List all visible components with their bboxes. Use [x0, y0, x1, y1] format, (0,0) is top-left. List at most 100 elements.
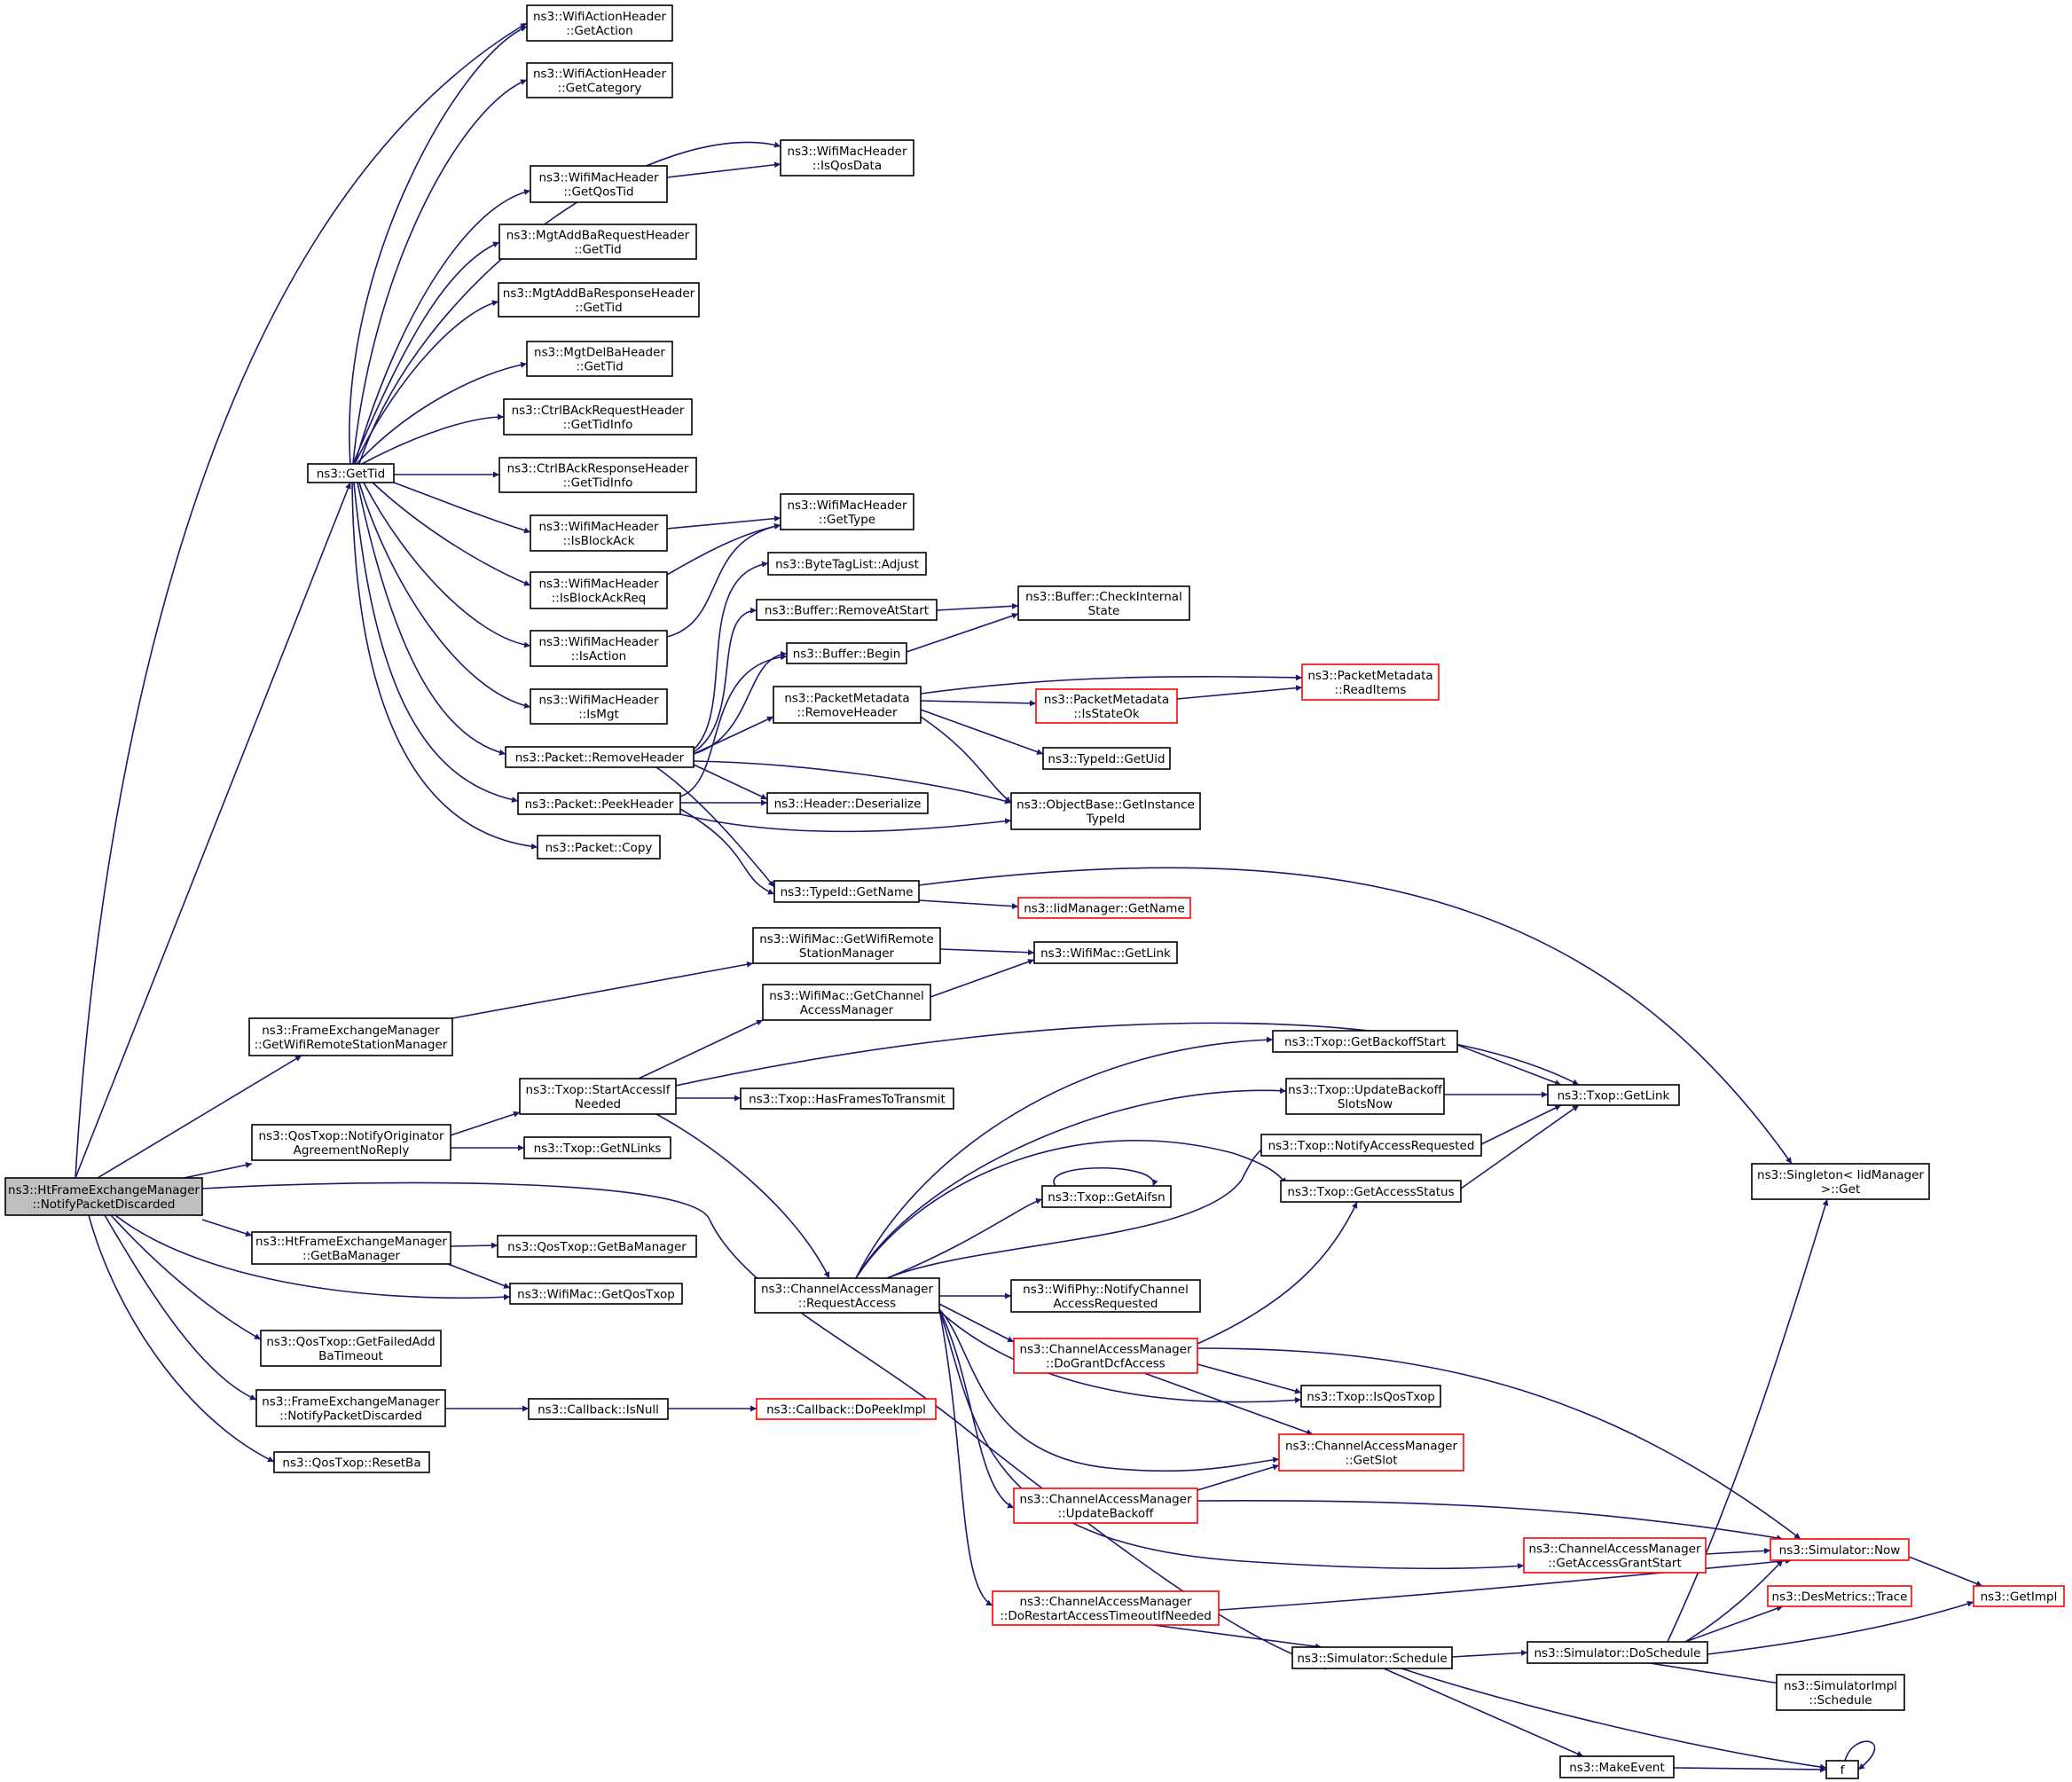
node-fem-getwifirsm[interactable]: ns3::FrameExchangeManager::GetWifiRemote…	[248, 1017, 453, 1056]
node-qos-getbamgr[interactable]: ns3::QosTxop::GetBaManager	[497, 1235, 697, 1258]
node-wm-getlink[interactable]: ns3::WifiMac::GetLink	[1033, 941, 1178, 964]
node-label: ns3::WifiMac::GetWifiRemote	[759, 932, 933, 946]
node-pm-isstateok[interactable]: ns3::PacketMetadata::IsStateOk	[1035, 688, 1178, 724]
node-sim-doschedule[interactable]: ns3::Simulator::DoSchedule	[1527, 1641, 1708, 1664]
node-cam-getaccessgrantstart[interactable]: ns3::ChannelAccessManager::GetAccessGran…	[1523, 1537, 1707, 1574]
node-label: ns3::TypeId::GetName	[781, 885, 914, 899]
node-label: ns3::Header::Deserialize	[774, 797, 922, 812]
node-wmh-isaction[interactable]: ns3::WifiMacHeader::IsAction	[530, 630, 668, 667]
node-pkt-copy[interactable]: ns3::Packet::Copy	[537, 835, 661, 860]
node-txop-getnlinks[interactable]: ns3::Txop::GetNLinks	[523, 1136, 671, 1159]
call-edge	[361, 413, 505, 465]
node-txop-isqostxop[interactable]: ns3::Txop::IsQosTxop	[1300, 1385, 1441, 1408]
node-box	[1017, 897, 1191, 919]
call-edge	[1451, 1649, 1528, 1658]
node-mgt-delba[interactable]: ns3::MgtDelBaHeader::GetTid	[526, 341, 673, 377]
node-cam-getslot[interactable]: ns3::ChannelAccessManager::GetSlot	[1278, 1433, 1464, 1472]
node-mgt-addbareq[interactable]: ns3::MgtAddBaRequestHeader::GetTid	[498, 224, 697, 260]
node-wah-getaction[interactable]: ns3::WifiActionHeader::GetAction	[526, 4, 673, 42]
node-txop-getlink[interactable]: ns3::Txop::GetLink	[1547, 1084, 1680, 1106]
node-singleton-get[interactable]: ns3::Singleton< IidManager>::Get	[1751, 1163, 1930, 1200]
node-gettid[interactable]: ns3::GetTid	[307, 463, 395, 483]
node-fem-notifypd[interactable]: ns3::FrameExchangeManager::NotifyPacketD…	[255, 1389, 446, 1427]
node-ctrl-baresp[interactable]: ns3::CtrlBAckResponseHeader::GetTidInfo	[498, 457, 697, 493]
node-mgt-addbaresp[interactable]: ns3::MgtAddBaResponseHeader::GetTid	[498, 282, 700, 318]
node-ctrl-bareq[interactable]: ns3::CtrlBAckRequestHeader::GetTidInfo	[503, 398, 693, 436]
node-pkt-removeheader[interactable]: ns3::Packet::RemoveHeader	[505, 746, 695, 768]
node-typeid-getuid[interactable]: ns3::TypeId::GetUid	[1042, 747, 1171, 770]
node-label: AccessRequested	[1054, 1297, 1158, 1311]
node-getimpl[interactable]: ns3::GetImpl	[1973, 1585, 2065, 1607]
node-wm-getqostxop[interactable]: ns3::WifiMac::GetQosTxop	[509, 1283, 683, 1305]
node-pm-readitems[interactable]: ns3::PacketMetadata::ReadItems	[1301, 663, 1440, 701]
node-wm-getwifirsm[interactable]: ns3::WifiMac::GetWifiRemoteStationManage…	[752, 927, 941, 964]
node-cb-dopeekimpl[interactable]: ns3::Callback::DoPeekImpl	[756, 1398, 937, 1420]
node-wmh-isblockackreq[interactable]: ns3::WifiMacHeader::IsBlockAckReq	[530, 571, 668, 609]
node-txop-getbackoffstart[interactable]: ns3::Txop::GetBackoffStart	[1272, 1030, 1458, 1053]
call-edge	[349, 26, 528, 465]
node-buf-begin[interactable]: ns3::Buffer::Begin	[786, 642, 907, 664]
node-label: ns3::CtrlBAckResponseHeader	[507, 462, 689, 476]
node-wah-getcategory[interactable]: ns3::WifiActionHeader::GetCategory	[526, 62, 673, 98]
node-cam-requestaccess[interactable]: ns3::ChannelAccessManager::RequestAccess	[754, 1277, 940, 1314]
node-box	[537, 835, 661, 860]
node-label: ns3::Singleton< IidManager	[1757, 1168, 1924, 1182]
node-txop-getaccessstatus[interactable]: ns3::Txop::GetAccessStatus	[1280, 1180, 1462, 1203]
node-txop-notifyaccessreq[interactable]: ns3::Txop::NotifyAccessRequested	[1260, 1134, 1482, 1157]
node-box	[752, 927, 941, 964]
node-sim-schedule[interactable]: ns3::Simulator::Schedule	[1291, 1646, 1453, 1669]
node-typeid-getname[interactable]: ns3::TypeId::GetName	[773, 880, 920, 903]
call-edge	[938, 1310, 1302, 1403]
node-label: ns3::WifiActionHeader	[533, 67, 666, 82]
node-wmh-isqosdata[interactable]: ns3::WifiMacHeader::IsQosData	[780, 139, 914, 177]
call-edge	[450, 1242, 498, 1249]
node-cam-dograntdcf[interactable]: ns3::ChannelAccessManager::DoGrantDcfAcc…	[1013, 1338, 1198, 1374]
node-simimpl-schedule[interactable]: ns3::SimulatorImpl::Schedule	[1776, 1674, 1905, 1711]
node-label: ns3::ChannelAccessManager	[761, 1283, 934, 1297]
node-wmh-ismgt[interactable]: ns3::WifiMacHeader::IsMgt	[530, 688, 668, 725]
node-pkt-peekheader[interactable]: ns3::Packet::PeekHeader	[517, 792, 681, 815]
node-wmh-getqostid[interactable]: ns3::WifiMacHeader::GetQosTid	[530, 165, 668, 203]
node-cam-dorestart[interactable]: ns3::ChannelAccessManager::DoRestartAcce…	[992, 1590, 1220, 1626]
node-buf-removeatstart[interactable]: ns3::Buffer::RemoveAtStart	[756, 599, 938, 621]
node-label: ::GetTid	[575, 301, 622, 315]
node-txop-getaifsn[interactable]: ns3::Txop::GetAifsn	[1041, 1185, 1172, 1208]
node-wmh-gettype[interactable]: ns3::WifiMacHeader::GetType	[780, 493, 914, 530]
node-label: ns3::WifiMac::GetChannel	[769, 989, 924, 1003]
node-iid-getname[interactable]: ns3::IidManager::GetName	[1017, 897, 1191, 919]
node-wmh-isblockack[interactable]: ns3::WifiMacHeader::IsBlockAck	[530, 514, 668, 552]
node-label: ns3::Simulator::Now	[1779, 1543, 1901, 1558]
node-hdr-deserialize[interactable]: ns3::Header::Deserialize	[766, 792, 929, 814]
node-phy-notifycar[interactable]: ns3::WifiPhy::NotifyChannelAccessRequest…	[1010, 1279, 1201, 1313]
node-box	[1260, 1134, 1482, 1157]
node-qos-resetba[interactable]: ns3::QosTxop::ResetBa	[273, 1451, 430, 1473]
node-box	[260, 1330, 442, 1367]
node-btl-adjust[interactable]: ns3::ByteTagList::Adjust	[767, 552, 927, 576]
node-pm-removeheader[interactable]: ns3::PacketMetadata::RemoveHeader	[773, 686, 922, 724]
node-label: ns3::MgtAddBaRequestHeader	[506, 229, 690, 243]
node-qos-notifyorig[interactable]: ns3::QosTxop::NotifyOriginatorAgreementN…	[251, 1124, 451, 1161]
call-edge	[920, 709, 1044, 755]
node-label: ns3::FrameExchangeManager	[262, 1024, 440, 1038]
node-sim-now[interactable]: ns3::Simulator::Now	[1770, 1538, 1910, 1561]
call-edge	[363, 482, 531, 648]
node-makeevent[interactable]: ns3::MakeEvent	[1559, 1755, 1675, 1778]
call-edge	[1401, 1668, 1827, 1770]
node-f[interactable]: f	[1825, 1760, 1859, 1779]
node-des-trace[interactable]: ns3::DesMetrics::Trace	[1767, 1585, 1912, 1607]
node-box	[503, 398, 693, 436]
node-cb-isnull[interactable]: ns3::Callback::IsNull	[528, 1398, 669, 1420]
node-cam-updatebackoff[interactable]: ns3::ChannelAccessManager::UpdateBackoff	[1013, 1488, 1198, 1524]
call-edge	[358, 482, 531, 709]
node-txop-hasframes[interactable]: ns3::Txop::HasFramesToTransmit	[740, 1087, 954, 1110]
node-htfem-getbamgr[interactable]: ns3::HtFrameExchangeManager::GetBaManage…	[251, 1231, 451, 1265]
node-root[interactable]: ns3::HtFrameExchangeManager::NotifyPacke…	[4, 1177, 203, 1216]
call-edge	[679, 813, 1012, 833]
